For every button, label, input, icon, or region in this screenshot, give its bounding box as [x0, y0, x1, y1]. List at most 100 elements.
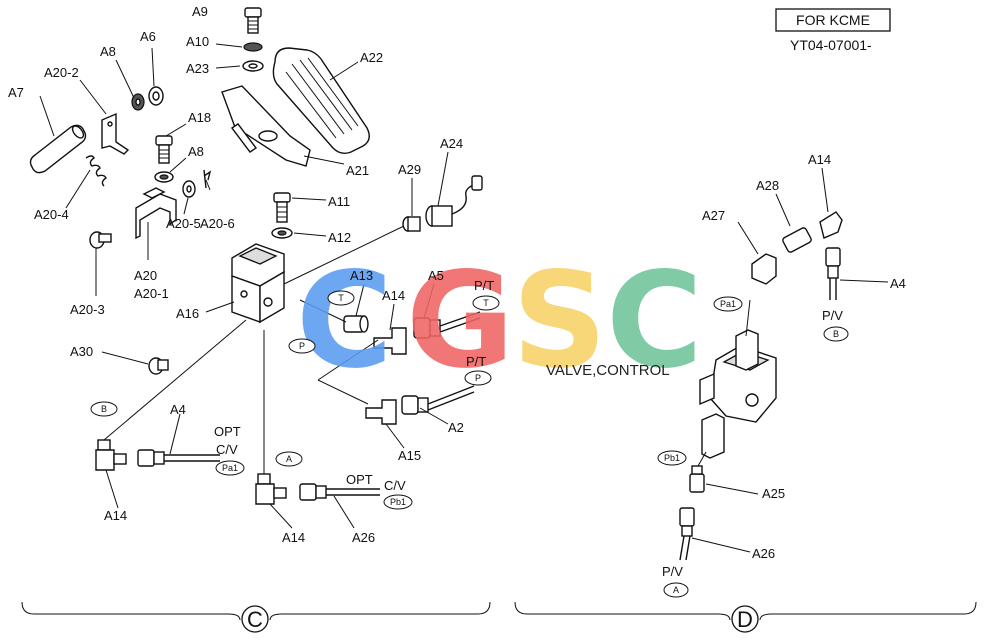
elbow-a14-bottom: [255, 473, 287, 505]
label-a20-6: A20-6: [200, 216, 235, 231]
section-d-label: D: [737, 607, 753, 632]
washer-a12: [271, 227, 293, 239]
elbow-a27: [751, 253, 777, 285]
handle-a7: [29, 124, 87, 174]
label-a24: A24: [440, 136, 463, 151]
watermark-letter-4: C: [606, 244, 703, 398]
line-pa1-d: [745, 299, 751, 337]
label-a8-mid: A8: [188, 144, 204, 159]
fitting-a25: [689, 465, 705, 493]
bracket-a20: [135, 187, 177, 240]
label-a25: A25: [762, 486, 785, 501]
pin-a20-6: [203, 169, 212, 189]
section-c-label: C: [247, 607, 263, 632]
elbow-a14-center: [373, 327, 407, 355]
label-a4-c: A4: [170, 402, 186, 417]
hose-a4-d: [825, 247, 841, 300]
label-a14-center: A14: [382, 288, 405, 303]
tag-pa1-left: Pa1: [222, 463, 238, 473]
adapter-a13: [343, 315, 369, 333]
bracket-a20-2: [101, 112, 130, 155]
tag-b-left: B: [101, 404, 107, 414]
model-box-frame: [775, 8, 891, 32]
fitting-a2: [401, 385, 475, 415]
plug-a30: [148, 357, 169, 375]
label-pv-bottom: P/V: [662, 564, 683, 579]
port-tags: [90, 290, 849, 598]
label-a20-3: A20-3: [70, 302, 105, 317]
spring-a20-4: [85, 155, 107, 187]
label-a14-left: A14: [104, 508, 127, 523]
elbow-a14-d: [819, 211, 843, 239]
line-a29-c: [283, 225, 405, 285]
watermark-letter-3: S: [512, 244, 607, 398]
label-a20: A20: [134, 268, 157, 283]
label-a10: A10: [186, 34, 209, 49]
gsc-watermark: C G S C: [296, 244, 703, 398]
label-cv-2: C/V: [384, 478, 406, 493]
label-a26-d: A26: [752, 546, 775, 561]
tag-t-right: T: [483, 298, 489, 308]
label-a14-d: A14: [808, 152, 831, 167]
washer-a10: [243, 42, 263, 52]
hose-a26-c: [299, 483, 380, 501]
part-code: YT04-07001-: [790, 37, 872, 53]
label-a6: A6: [140, 29, 156, 44]
fitting-a5: [413, 311, 481, 339]
line-p-c: [317, 339, 379, 405]
tag-p-left: P: [299, 341, 305, 351]
label-a26-c: A26: [352, 530, 375, 545]
washer-a23: [242, 60, 264, 72]
label-pv-top: P/V: [822, 308, 843, 323]
label-a29: A29: [398, 162, 421, 177]
tag-a-right: A: [673, 585, 679, 595]
bolt-a9: [244, 7, 262, 34]
label-a2: A2: [448, 420, 464, 435]
label-pt-top: P/T: [474, 278, 494, 293]
label-a21: A21: [346, 163, 369, 178]
control-valve-body: [699, 329, 777, 459]
label-a15: A15: [398, 448, 421, 463]
label-a27: A27: [702, 208, 725, 223]
tag-b-right: B: [833, 329, 839, 339]
switch-a24: [425, 175, 483, 227]
label-a13: A13: [350, 268, 373, 283]
section-d-bracket: [514, 601, 977, 633]
pedal-pad-a22: [272, 47, 370, 155]
watermark-letter-1: C: [296, 244, 393, 398]
label-a20-5: A20-5: [166, 216, 201, 231]
bolt-a18: [155, 135, 173, 164]
section-c-bracket: [21, 601, 491, 633]
tag-pa1-right: Pa1: [720, 299, 736, 309]
bolt-a11: [273, 192, 291, 223]
label-a20-1: A20-1: [134, 286, 169, 301]
label-a12: A12: [328, 230, 351, 245]
elbow-a14-left: [95, 439, 127, 471]
label-pt-mid: P/T: [466, 354, 486, 369]
line-b-c: [103, 319, 247, 441]
line-pb1-d: [697, 451, 707, 467]
label-a16: A16: [176, 306, 199, 321]
label-a5: A5: [428, 268, 444, 283]
hose-a4-c: [137, 449, 220, 467]
label-a8-top: A8: [100, 44, 116, 59]
pin-a20-3: [89, 231, 112, 249]
leader-lines: [39, 43, 889, 553]
adapter-a28: [782, 227, 812, 253]
washer-a20-5: [182, 180, 196, 198]
model-box-text: FOR KCME: [796, 12, 870, 28]
fitting-a29: [402, 216, 421, 232]
label-a22: A22: [360, 50, 383, 65]
label-a30: A30: [70, 344, 93, 359]
washer-a8-top: [131, 93, 145, 111]
watermark-subtitle: VALVE,CONTROL: [546, 362, 670, 379]
tag-pb1-right: Pb1: [664, 453, 680, 463]
label-a7: A7: [8, 85, 24, 100]
label-a4-d: A4: [890, 276, 906, 291]
label-opt-1: OPT: [214, 424, 241, 439]
washer-a8-mid: [154, 171, 174, 183]
label-a18: A18: [188, 110, 211, 125]
label-a28: A28: [756, 178, 779, 193]
tag-a-left: A: [286, 454, 292, 464]
